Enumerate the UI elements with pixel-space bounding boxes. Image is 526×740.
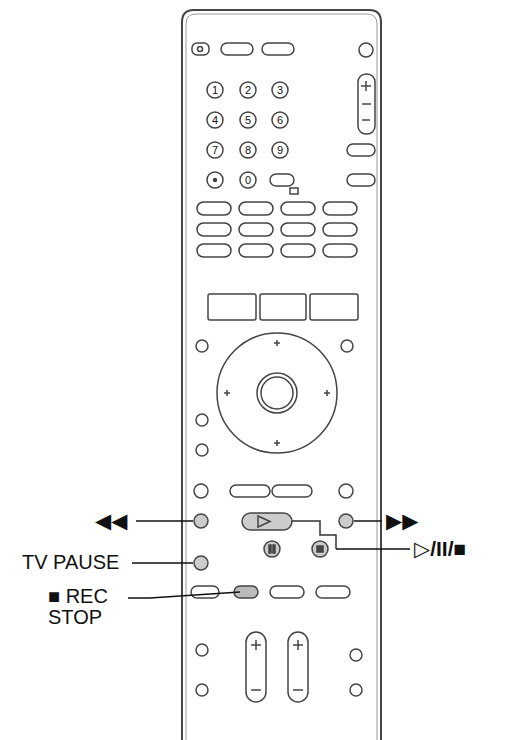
key-digit: 6 xyxy=(272,112,288,128)
key-digit: 1 xyxy=(207,82,223,98)
key-digit: 8 xyxy=(240,142,256,158)
key-digit: 3 xyxy=(272,82,288,98)
callout-label: ■ REC STOP xyxy=(48,586,124,628)
callout-symbol: ▷/II/■ xyxy=(414,538,466,560)
callout-symbol: ◀◀ xyxy=(95,510,127,532)
key-digit: 7 xyxy=(207,142,223,158)
key-digit: 9 xyxy=(272,142,288,158)
key-digit: 0 xyxy=(240,172,256,188)
key-digit: 4 xyxy=(207,112,223,128)
callout-label: TV PAUSE xyxy=(22,552,119,573)
key-digit: 2 xyxy=(240,82,256,98)
callout-symbol: ▶▶ xyxy=(386,510,418,532)
key-digit: 5 xyxy=(240,112,256,128)
